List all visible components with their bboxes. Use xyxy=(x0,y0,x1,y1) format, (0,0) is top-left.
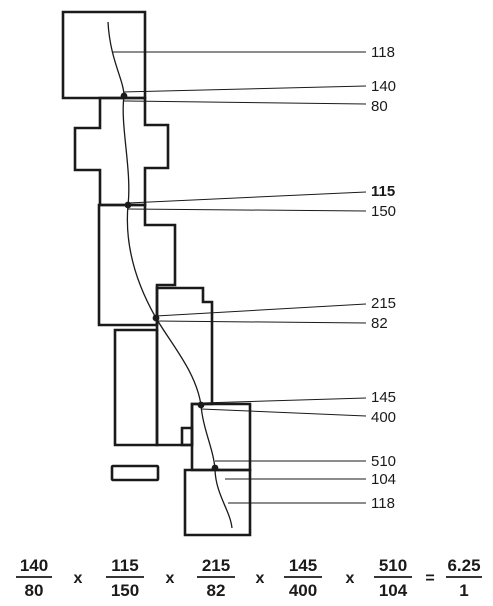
top-gear-block xyxy=(61,10,147,100)
fraction-denominator: 80 xyxy=(25,581,44,600)
leader-line xyxy=(127,191,367,204)
leader-line xyxy=(200,397,367,404)
contact-dot xyxy=(211,464,219,472)
leader-line xyxy=(155,303,367,317)
gear-label: 510 xyxy=(371,453,396,470)
leader-line xyxy=(123,85,367,93)
gear-label: 118 xyxy=(371,495,395,512)
leader-line xyxy=(123,100,367,105)
contact-dot xyxy=(120,92,128,100)
gear-label: 80 xyxy=(371,98,388,115)
third-gear-block xyxy=(97,203,177,327)
gear-label: 150 xyxy=(371,203,396,220)
small-tab xyxy=(180,426,194,447)
detached-bar xyxy=(110,464,160,482)
gear-label: 400 xyxy=(371,409,396,426)
fraction-denominator: 400 xyxy=(289,581,317,600)
gear-label: 145 xyxy=(371,389,396,406)
result-denominator: 1 xyxy=(459,581,468,600)
fraction-denominator: 82 xyxy=(207,581,226,600)
leader-line xyxy=(200,408,367,417)
second-gear-block xyxy=(73,96,170,207)
multiply-sign: x xyxy=(166,570,175,587)
fraction-numerator: 215 xyxy=(202,556,230,575)
gear-label: 115 xyxy=(371,183,395,200)
multiply-sign: x xyxy=(346,570,355,587)
gear-label: 118 xyxy=(371,44,395,61)
fraction-numerator: 510 xyxy=(379,556,407,575)
fraction-denominator: 150 xyxy=(111,581,139,600)
gear-label: 140 xyxy=(371,78,396,95)
leader-line xyxy=(127,208,367,212)
bottom-gear-block xyxy=(183,468,252,537)
multiply-sign: x xyxy=(256,570,265,587)
gear-label: 215 xyxy=(371,295,396,312)
fraction-numerator: 140 xyxy=(20,556,48,575)
fraction-numerator: 115 xyxy=(111,556,138,575)
lower-left-block xyxy=(113,328,159,447)
gear-ratio-equation: 140 80 x 115 150 x 215 82 x 145 400 x 51… xyxy=(16,556,482,600)
gear-label: 82 xyxy=(371,315,388,332)
fraction-denominator: 104 xyxy=(379,581,408,600)
fifth-gear-block xyxy=(190,402,252,472)
result-numerator: 6.25 xyxy=(447,556,480,575)
multiply-sign: x xyxy=(74,570,83,587)
leader-line xyxy=(155,320,367,324)
fraction-numerator: 145 xyxy=(289,556,317,575)
gear-label: 104 xyxy=(371,471,396,488)
equals-sign: = xyxy=(425,570,434,587)
